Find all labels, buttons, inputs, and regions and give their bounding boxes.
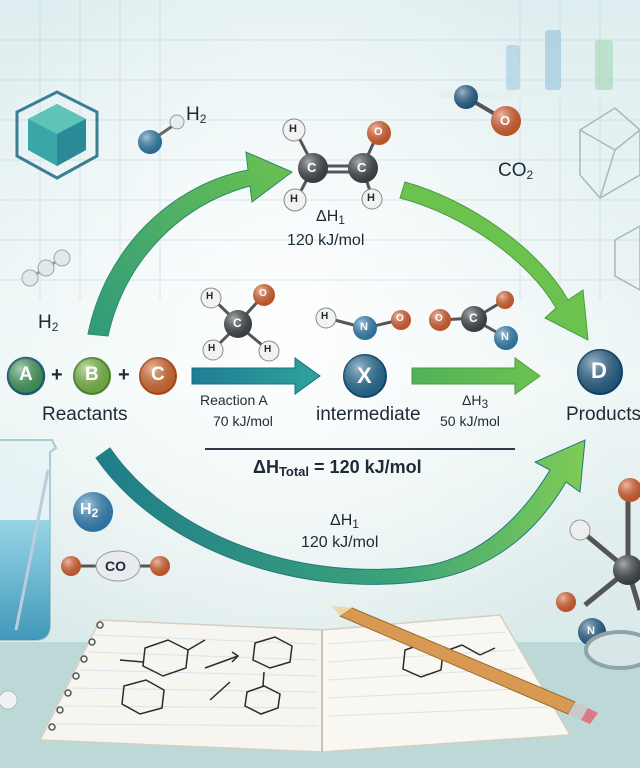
cyanate-molecule-icon xyxy=(429,291,518,350)
plus-sign: + xyxy=(118,364,130,386)
molecule-cluster-left xyxy=(21,249,71,287)
atom-label: N xyxy=(360,321,368,333)
atom-label: O xyxy=(374,126,383,138)
atom-label: C xyxy=(307,160,317,175)
atom-label: N xyxy=(587,625,595,637)
atom-label: N xyxy=(501,331,509,343)
atom-label: H xyxy=(367,192,375,204)
plus-sign: + xyxy=(51,364,63,386)
bottom-path-arrow xyxy=(95,439,586,585)
top-path-value: 120 kJ/mol xyxy=(287,232,365,249)
reactant-c: C xyxy=(151,364,165,385)
reaction-a-arrow xyxy=(191,357,321,395)
shelf xyxy=(440,90,640,98)
h2-left-label: H2 xyxy=(38,312,59,334)
atom-label: O xyxy=(435,313,443,324)
top-to-product-arrow xyxy=(399,181,589,341)
atom-label: O xyxy=(500,113,511,128)
intermediate-label: intermediate xyxy=(316,404,421,425)
step-three-arrow xyxy=(411,357,541,395)
carbon-monoxide-molecule-icon xyxy=(454,85,521,136)
atom-label: H xyxy=(321,311,329,322)
nitroso-molecule-icon xyxy=(315,307,411,340)
intermediate-symbol: X xyxy=(357,363,372,388)
molecule-model-right xyxy=(556,478,640,646)
bottom-path-value: 120 kJ/mol xyxy=(301,534,379,551)
reactant-circles xyxy=(6,356,177,396)
atom-label: H xyxy=(290,193,298,205)
top-path-arrow xyxy=(87,151,293,337)
atom-label: H xyxy=(264,344,272,355)
crystal-wireframe-icon xyxy=(579,107,640,291)
atom-label: O xyxy=(259,288,267,299)
reaction-a-name: Reaction A xyxy=(200,392,268,408)
co-molecule-label: CO xyxy=(105,558,126,574)
atom-label: H xyxy=(289,123,297,135)
total-enthalpy: ΔHTotal = 120 kJ/mol xyxy=(253,457,422,479)
co2-label: CO2 xyxy=(498,160,534,182)
beaker-icon xyxy=(0,439,58,641)
ethylene-molecule-icon xyxy=(282,118,391,212)
step-three-delta: ΔH3 xyxy=(462,392,489,411)
crystal-hexagon-icon xyxy=(15,90,99,180)
atom-label: O xyxy=(396,313,404,324)
lab-bottles xyxy=(506,30,613,90)
table-sphere xyxy=(0,690,18,710)
reaction-a-value: 70 kJ/mol xyxy=(213,413,273,429)
atom-label: C xyxy=(357,160,367,175)
magnifier-icon xyxy=(584,630,640,670)
reactants-label: Reactants xyxy=(42,404,128,425)
top-path-delta: ΔH1 xyxy=(316,208,345,227)
hydrogen-circle-label: H2 xyxy=(80,501,99,520)
bottom-path-delta: ΔH1 xyxy=(330,512,359,531)
hydrogen-molecule-icon xyxy=(138,114,185,154)
atom-label: H xyxy=(208,343,216,354)
reactant-b: B xyxy=(85,364,99,385)
atom-label: C xyxy=(233,316,242,330)
products-label: Products xyxy=(566,404,640,425)
product-symbol: D xyxy=(591,358,607,383)
carbonyl-molecule-icon xyxy=(200,284,280,362)
co-molecule-bottom-icon xyxy=(61,550,170,582)
step-three-value: 50 kJ/mol xyxy=(440,413,500,429)
atom-label: C xyxy=(469,311,478,325)
pencil-icon xyxy=(332,606,598,724)
notebook xyxy=(38,614,572,753)
h2-top-label: H2 xyxy=(186,104,207,126)
atom-label: H xyxy=(206,291,214,302)
reactant-a: A xyxy=(19,364,33,385)
